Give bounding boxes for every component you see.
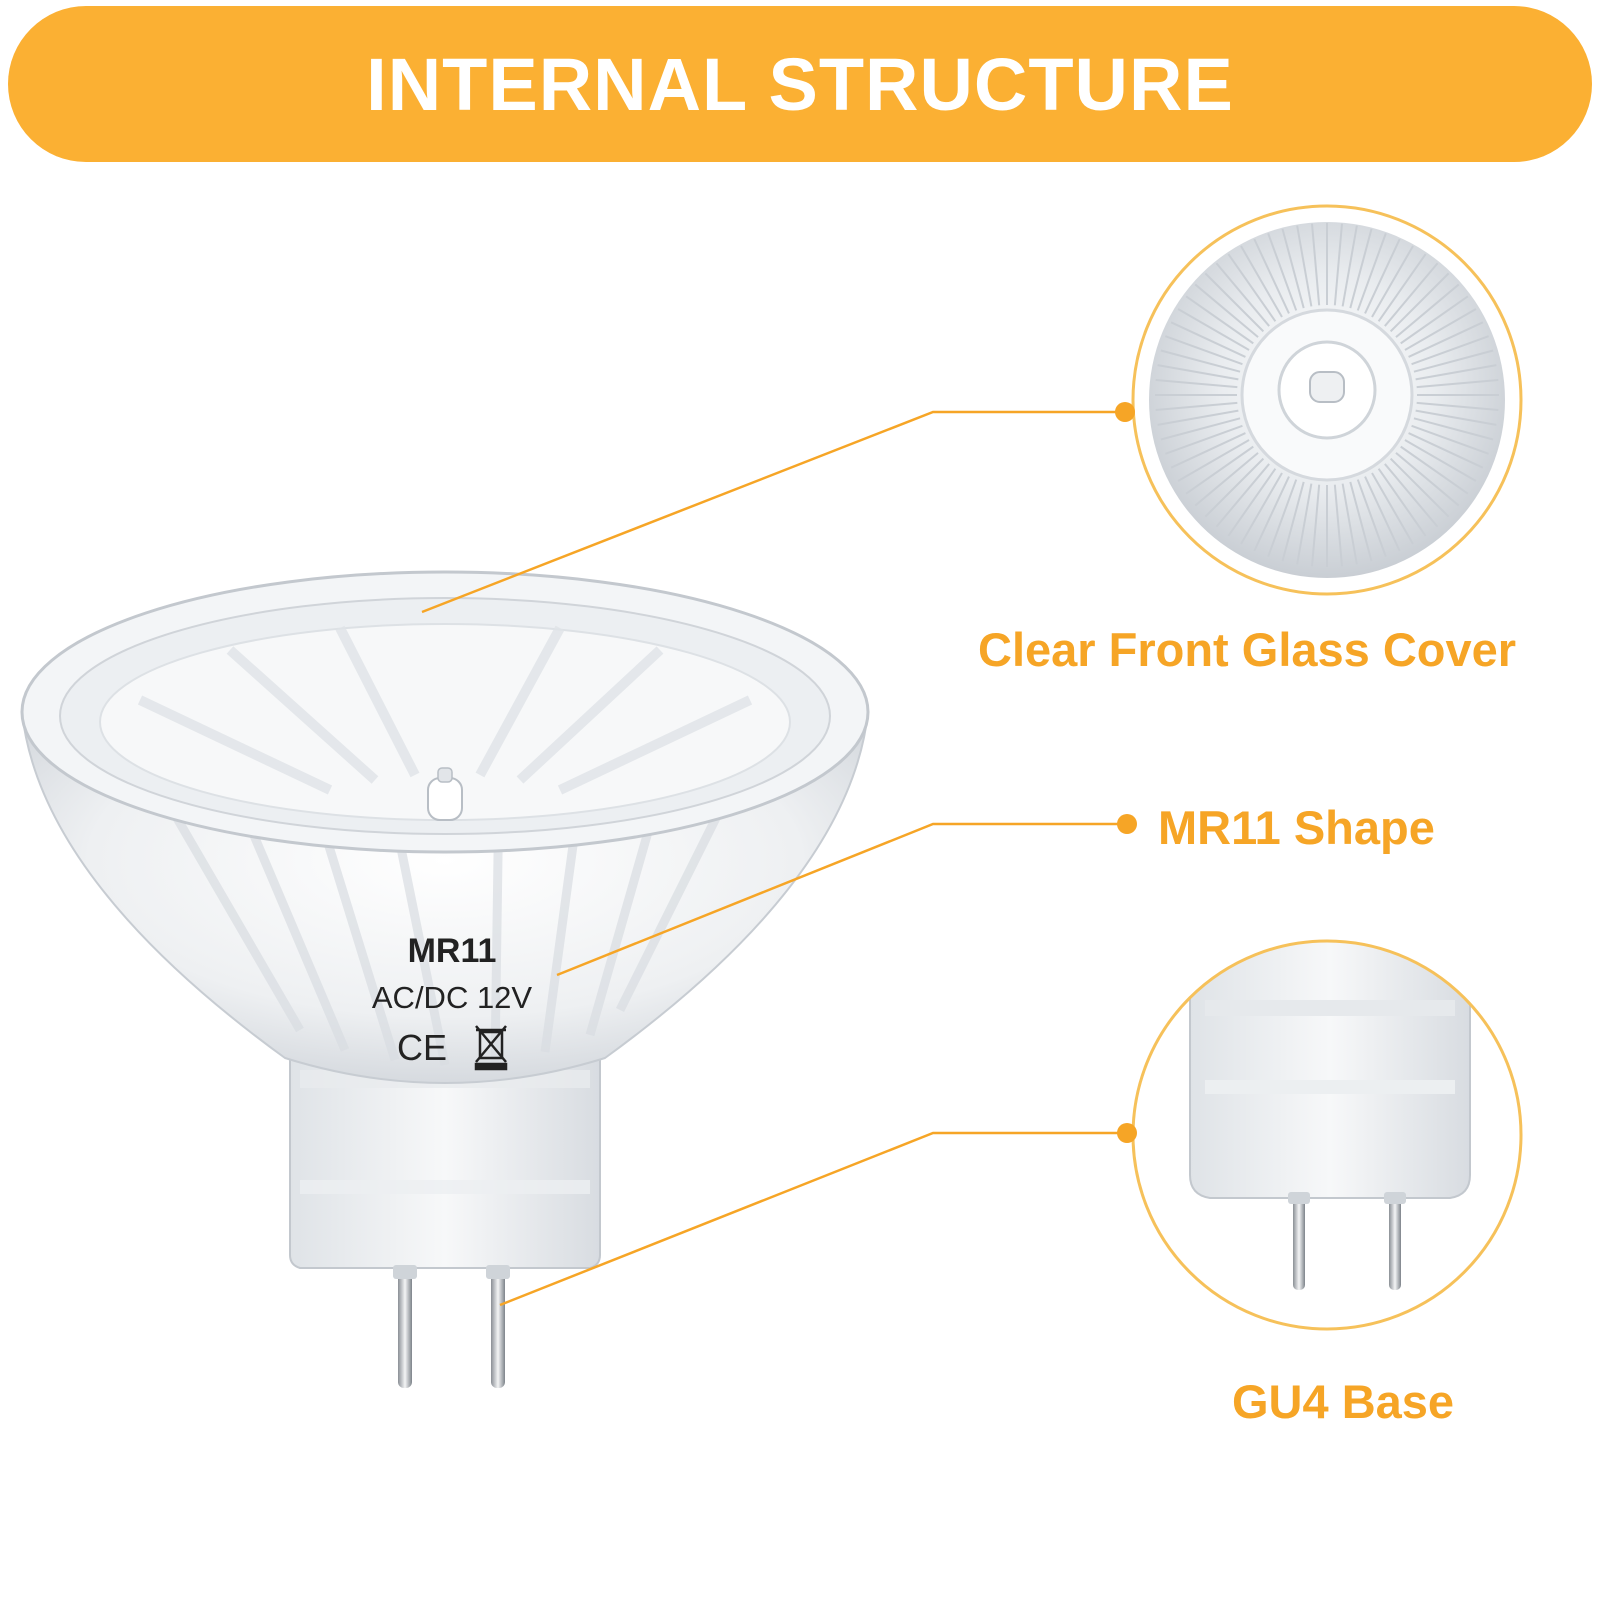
reflector-ray xyxy=(1400,295,1469,345)
title-banner: INTERNAL STRUCTURE xyxy=(8,6,1592,162)
reflector-ray xyxy=(1296,483,1313,565)
reflector-ray xyxy=(1240,472,1283,545)
reflector-ray xyxy=(1281,228,1305,309)
reflector-ray xyxy=(1389,272,1450,333)
reflector-ray xyxy=(1157,409,1239,426)
reflector-ray xyxy=(1215,262,1270,327)
reflector-ray xyxy=(1377,468,1427,537)
reflector-ray xyxy=(1204,457,1265,518)
reflector-ray xyxy=(1356,233,1387,311)
reflector-ray xyxy=(1411,424,1489,455)
reflector-ray xyxy=(1408,432,1484,469)
reflector-ray xyxy=(1160,417,1241,441)
reflector-ray xyxy=(1227,253,1277,322)
callout-base: GU4 Base xyxy=(1232,1375,1455,1428)
reflector-ray xyxy=(1400,445,1469,495)
reflector-ray xyxy=(1267,233,1298,311)
reflector-ray xyxy=(1155,379,1238,389)
reflector-ray xyxy=(1296,225,1313,307)
callout-shape: MR11 Shape xyxy=(1158,801,1435,854)
leader-dot-base xyxy=(1117,1123,1137,1143)
reflector-ray xyxy=(1364,238,1401,314)
reflector-ray xyxy=(1371,245,1414,318)
weee-bin-icon xyxy=(474,1025,508,1071)
reflector-ray xyxy=(1413,349,1494,373)
reflector-ray xyxy=(1155,401,1238,411)
reflector-ray xyxy=(1311,223,1321,306)
glass-cover-circle-border xyxy=(1131,204,1523,596)
reflector-ray xyxy=(1404,439,1477,482)
reflector-ray xyxy=(1333,484,1343,567)
reflector-ray xyxy=(1165,424,1243,455)
leader-glass-cover xyxy=(421,410,1120,614)
reflector-ray xyxy=(1395,283,1460,338)
reflector-ray xyxy=(1177,308,1250,351)
bulb-pin-left xyxy=(398,1268,412,1388)
leader-dot-shape xyxy=(1117,814,1137,834)
reflector-ray xyxy=(1349,481,1373,562)
leader-dot-glass-cover xyxy=(1115,402,1135,422)
reflector-ray xyxy=(1389,457,1450,518)
reflector-ray xyxy=(1356,479,1387,557)
base-detail xyxy=(1131,939,1523,1331)
reflector-ray xyxy=(1160,349,1241,373)
reflector-ray xyxy=(1408,321,1484,358)
bulb-pin-right xyxy=(491,1268,505,1388)
reflector-ray xyxy=(1240,245,1283,318)
reflector-ray xyxy=(1170,321,1246,358)
reflector-ray xyxy=(1204,272,1265,333)
reflector-ray xyxy=(1177,439,1250,482)
reflector-ray xyxy=(1194,452,1259,507)
leader-lines xyxy=(421,410,1122,1307)
reflector-ray xyxy=(1377,253,1427,322)
reflector-ray xyxy=(1267,479,1298,557)
reflector-ray xyxy=(1215,463,1270,528)
reflector-ray xyxy=(1341,225,1358,307)
reflector-ray xyxy=(1413,417,1494,441)
reflector-ray xyxy=(1415,409,1497,426)
reflector-ray xyxy=(1281,481,1305,562)
ce-mark: CE xyxy=(397,1027,447,1068)
leader-base xyxy=(499,1131,1122,1307)
reflector-ray xyxy=(1416,379,1499,389)
reflector-ray xyxy=(1404,308,1477,351)
reflector-ray xyxy=(1157,364,1239,381)
bulb-voltage-text: AC/DC 12V xyxy=(372,980,533,1015)
reflector-ray xyxy=(1185,445,1254,495)
reflector-ray xyxy=(1416,401,1499,411)
reflector-ray xyxy=(1349,228,1373,309)
reflector-ray xyxy=(1415,364,1497,381)
bulb-capsule xyxy=(427,777,463,821)
reflector-ray xyxy=(1364,476,1401,552)
reflector-ray xyxy=(1165,335,1243,366)
reflector-ray xyxy=(1253,238,1290,314)
reflector-ray xyxy=(1227,468,1277,537)
reflector-ray xyxy=(1395,452,1460,507)
glass-cover-detail xyxy=(1131,204,1523,596)
reflector-ray xyxy=(1311,484,1321,567)
reflector-ray xyxy=(1185,295,1254,345)
reflector-ray xyxy=(1341,483,1358,565)
reflector-ray xyxy=(1371,472,1414,545)
reflector-ray xyxy=(1194,283,1259,338)
callout-glass-cover: Clear Front Glass Cover xyxy=(978,623,1517,676)
reflector-ray xyxy=(1384,262,1439,327)
reflector-ray xyxy=(1384,463,1439,528)
main-bulb: MR11 AC/DC 12V CE xyxy=(20,570,870,1388)
reflector-ray xyxy=(1333,223,1343,306)
reflector-ray xyxy=(1411,335,1489,366)
reflector-ray xyxy=(1253,476,1290,552)
bulb-model-text: MR11 xyxy=(408,932,497,970)
reflector-ray xyxy=(1170,432,1246,469)
leader-shape xyxy=(556,822,1122,977)
banner-title: INTERNAL STRUCTURE xyxy=(366,42,1234,126)
